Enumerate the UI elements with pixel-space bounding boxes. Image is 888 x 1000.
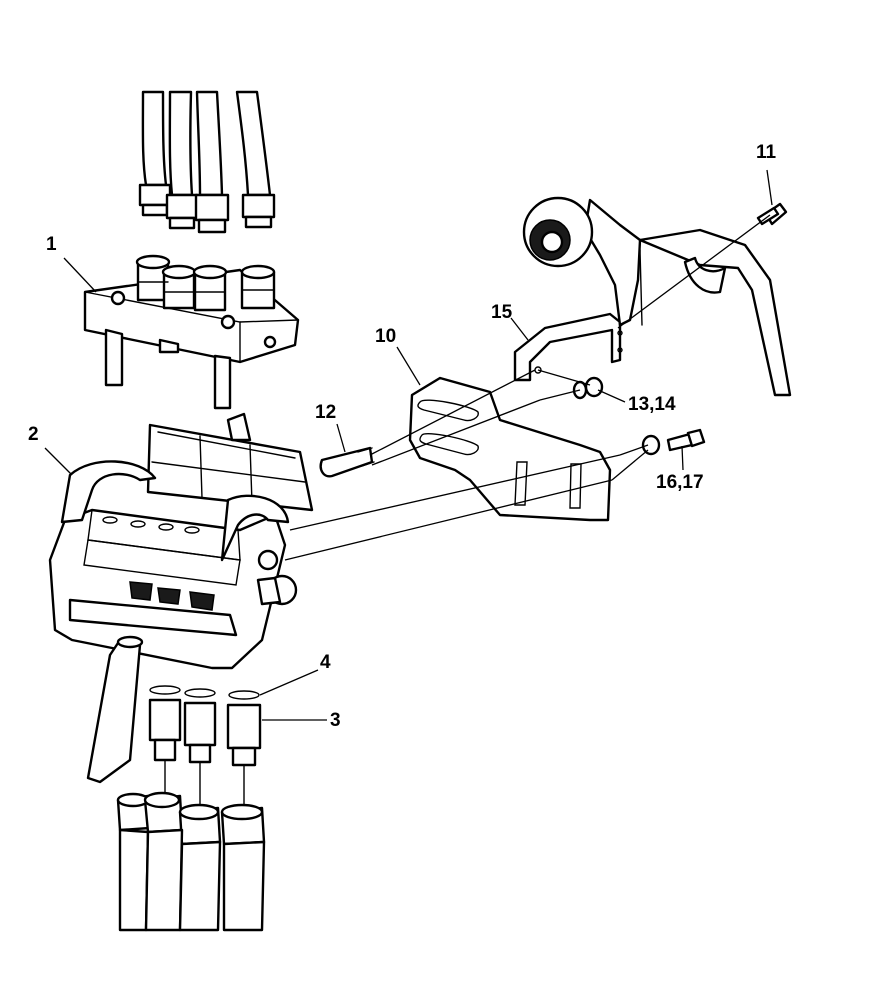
- mounting-bracket-part-10: [408, 376, 612, 522]
- callout-15: 15: [491, 302, 513, 323]
- callout-16-17: 16,17: [656, 472, 704, 493]
- callout-3: 3: [330, 710, 341, 731]
- leader-lines: [44, 169, 773, 721]
- callout-13-14: 13,14: [628, 394, 676, 415]
- coupler-housing-part-2: [48, 412, 314, 784]
- callout-2: 2: [28, 424, 39, 445]
- upper-hoses: [138, 90, 276, 234]
- callout-4: 4: [320, 652, 331, 673]
- lower-hoses: [116, 791, 266, 932]
- callout-10: 10: [375, 326, 396, 347]
- bolt-part-12: [319, 446, 375, 478]
- washer-screw-parts-16-17: [641, 428, 706, 456]
- lower-fittings-parts-3-4: [148, 685, 262, 809]
- callout-11: 11: [756, 142, 777, 163]
- coupler-block-part-1: [83, 254, 300, 410]
- lamp-arm-assembly: [522, 196, 792, 397]
- callout-1: 1: [46, 234, 57, 255]
- callout-12: 12: [315, 402, 336, 423]
- small-bracket-part-15: [513, 312, 623, 382]
